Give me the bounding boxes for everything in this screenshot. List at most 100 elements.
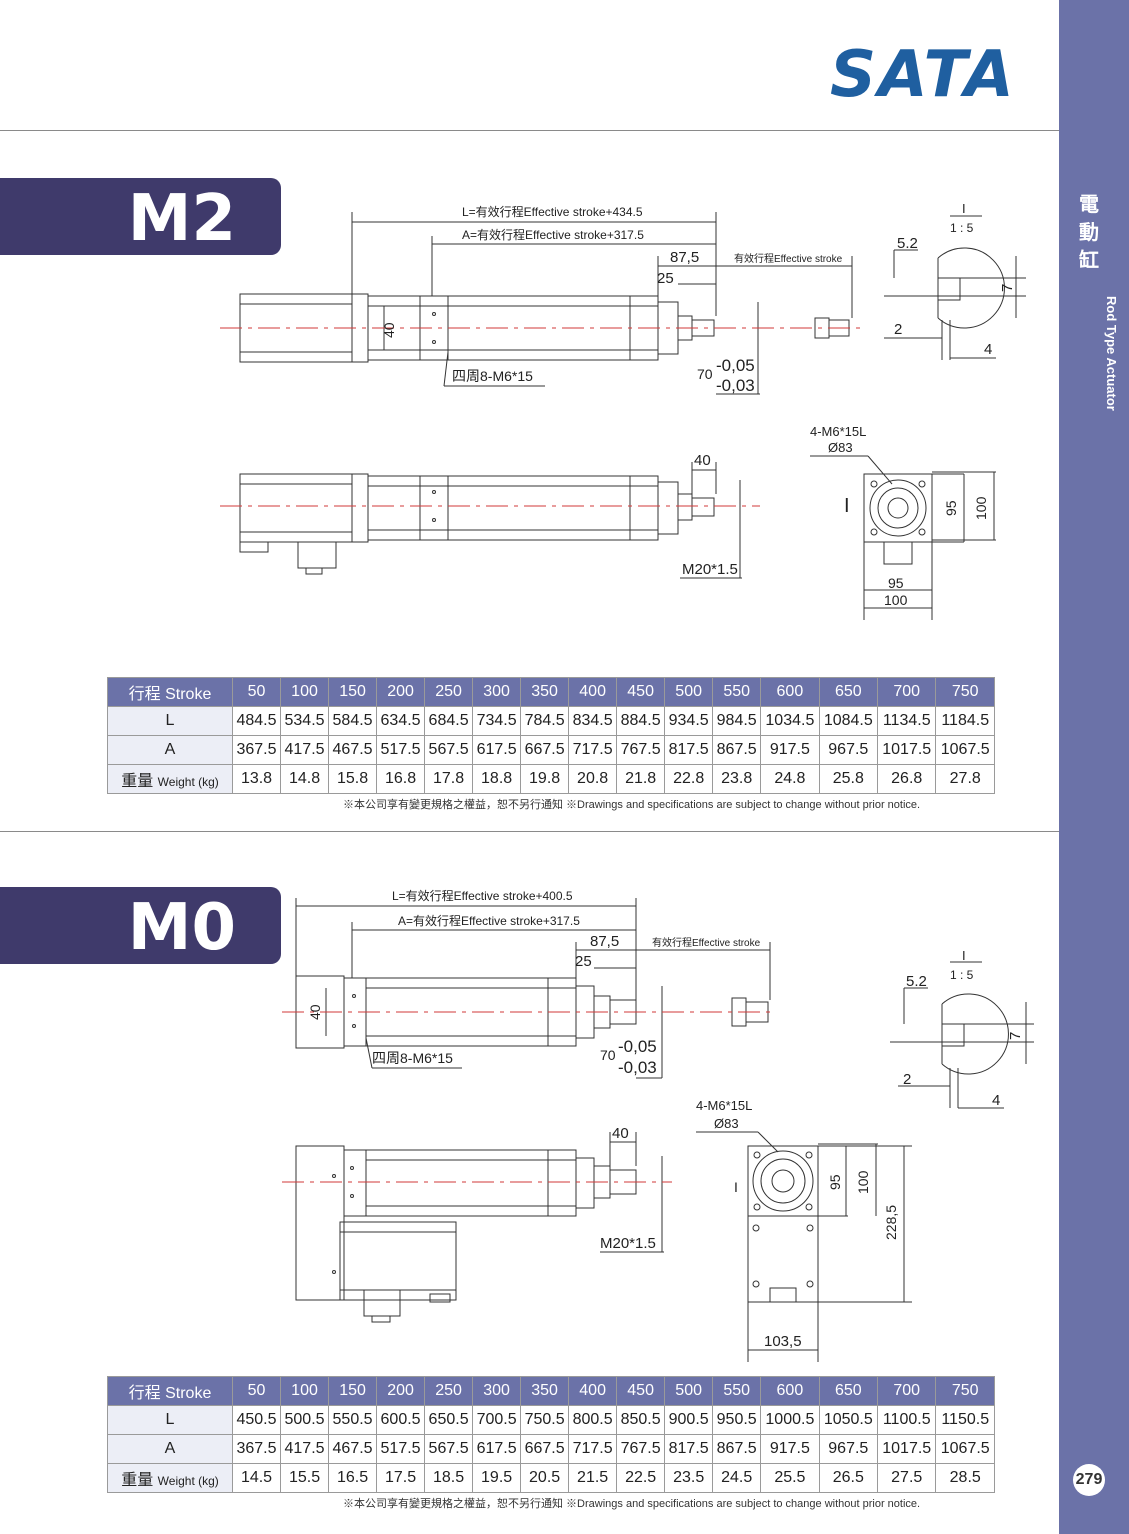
table-cell: 550.5 <box>328 1405 378 1435</box>
row-label: L <box>107 1405 233 1435</box>
view-mark: I <box>734 1179 738 1195</box>
disclaimer-note: ※本公司享有變更規格之權益，恕不另行通知 ※Drawings and speci… <box>343 1498 921 1510</box>
m2-end-view <box>810 455 996 620</box>
stroke-cell: 200 <box>376 1376 426 1406</box>
tol-upper: -0,05 <box>716 356 755 375</box>
table-cell: 28.5 <box>935 1463 995 1493</box>
table-cell: 1067.5 <box>935 735 995 765</box>
table-cell: 16.8 <box>376 764 426 794</box>
detail-scale: 1 : 5 <box>950 221 974 235</box>
m0-side-view <box>295 898 771 1079</box>
table-header-row: 行程 Stroke 50 100 150 200 250 300 350 400… <box>107 1376 995 1406</box>
row-label: 重量 Weight (kg) <box>107 1463 233 1493</box>
table-cell: 584.5 <box>328 706 378 736</box>
row-label: 重量 Weight (kg) <box>107 764 233 794</box>
table-cell: 24.5 <box>712 1463 762 1493</box>
stroke-cell: 350 <box>520 1376 570 1406</box>
stroke-cell: 550 <box>712 677 762 707</box>
disclaimer-note: ※本公司享有變更規格之權益，恕不另行通知 ※Drawings and speci… <box>343 799 921 811</box>
table-cell: 484.5 <box>231 706 282 736</box>
page-number: 279 <box>1073 1464 1105 1496</box>
dim-87-5: 87,5 <box>590 933 619 950</box>
m2-side-view <box>239 212 853 395</box>
table-cell: 784.5 <box>520 706 570 736</box>
table-cell: 14.8 <box>280 764 330 794</box>
table-cell: 24.8 <box>760 764 820 794</box>
table-cell: 467.5 <box>328 1434 378 1464</box>
tol-lower: -0,03 <box>618 1058 657 1077</box>
table-cell: 967.5 <box>818 735 879 765</box>
table-cell: 450.5 <box>231 1405 282 1435</box>
dim-square-100: 100 <box>973 496 989 520</box>
table-cell: 767.5 <box>616 1434 666 1464</box>
table-cell: 867.5 <box>712 735 762 765</box>
table-cell: 15.5 <box>280 1463 330 1493</box>
table-cell: 23.5 <box>664 1463 714 1493</box>
table-cell: 19.5 <box>472 1463 522 1493</box>
table-cell: 567.5 <box>424 735 474 765</box>
stroke-cell: 400 <box>568 677 618 707</box>
table-row: A 367.5 417.5 467.5 517.5 567.5 617.5 66… <box>107 735 995 765</box>
det-2: 2 <box>894 321 902 338</box>
stroke-cell: 350 <box>520 677 570 707</box>
table-cell: 1000.5 <box>760 1405 820 1435</box>
stroke-cell: 50 <box>231 1376 282 1406</box>
det-2: 2 <box>903 1071 911 1088</box>
table-cell: 967.5 <box>818 1434 879 1464</box>
sidebar-category-en: Rod Type Actuator <box>1104 296 1119 411</box>
row-label: L <box>107 706 233 736</box>
centerlines <box>220 327 860 1183</box>
tol-lower: -0,03 <box>716 376 755 395</box>
model-tab-m0: M0 <box>0 887 281 965</box>
table-cell: 25.8 <box>818 764 879 794</box>
table-cell: 13.8 <box>231 764 282 794</box>
table-cell: 1034.5 <box>760 706 820 736</box>
table-cell: 817.5 <box>664 1434 714 1464</box>
table-cell: 700.5 <box>472 1405 522 1435</box>
detail-scale: 1 : 5 <box>950 968 974 982</box>
table-cell: 25.5 <box>760 1463 820 1493</box>
stroke-cell: 600 <box>760 1376 820 1406</box>
table-row: L 450.5 500.5 550.5 600.5 650.5 700.5 75… <box>107 1405 995 1435</box>
table-cell: 20.5 <box>520 1463 570 1493</box>
sidebar-category-cjk: 電 動 缸 <box>1079 192 1099 272</box>
dim-square-100: 100 <box>855 1170 871 1194</box>
brand-logo: SATA <box>830 38 1016 112</box>
stroke-cell: 500 <box>664 677 714 707</box>
stroke-cell: 700 <box>877 1376 937 1406</box>
dim-square-95: 95 <box>827 1174 843 1190</box>
table-row: L 484.5 534.5 584.5 634.5 684.5 734.5 78… <box>107 706 995 736</box>
note-holes: 四周8-M6*15 <box>372 1050 453 1066</box>
det-5-2: 5.2 <box>897 235 918 252</box>
table-cell: 21.5 <box>568 1463 618 1493</box>
table-cell: 1050.5 <box>818 1405 879 1435</box>
table-cell: 950.5 <box>712 1405 762 1435</box>
stroke-cell: 300 <box>472 677 522 707</box>
stroke-cell: 500 <box>664 1376 714 1406</box>
dim-square-95: 95 <box>943 500 959 516</box>
stroke-cell: 200 <box>376 677 426 707</box>
dim-height-228-5: 228,5 <box>883 1205 899 1240</box>
table-cell: 27.8 <box>935 764 995 794</box>
table-row: 重量 Weight (kg) 13.8 14.8 15.8 16.8 17.8 … <box>107 764 995 794</box>
dim-A: A=有效行程Effective stroke+317.5 <box>462 227 644 242</box>
header-divider <box>0 130 1059 131</box>
header-label: 行程 Stroke <box>107 1376 233 1406</box>
stroke-cell: 150 <box>328 677 378 707</box>
table-cell: 1067.5 <box>935 1434 995 1464</box>
table-cell: 934.5 <box>664 706 714 736</box>
table-cell: 817.5 <box>664 735 714 765</box>
tol-base: 70 <box>697 366 713 382</box>
table-cell: 1084.5 <box>818 706 879 736</box>
stroke-cell: 150 <box>328 1376 378 1406</box>
technical-drawings: L=有效行程Effective stroke+434.5 A=有效行程Effec… <box>220 201 1034 1362</box>
spec-table-m0: 行程 Stroke 50 100 150 200 250 300 350 400… <box>107 1376 995 1493</box>
row-label: A <box>107 1434 233 1464</box>
dim-pcd: Ø83 <box>828 440 853 455</box>
stroke-cell: 450 <box>616 1376 666 1406</box>
table-cell: 22.5 <box>616 1463 666 1493</box>
table-cell: 800.5 <box>568 1405 618 1435</box>
table-cell: 667.5 <box>520 735 570 765</box>
table-cell: 850.5 <box>616 1405 666 1435</box>
det-5-2: 5.2 <box>906 973 927 990</box>
